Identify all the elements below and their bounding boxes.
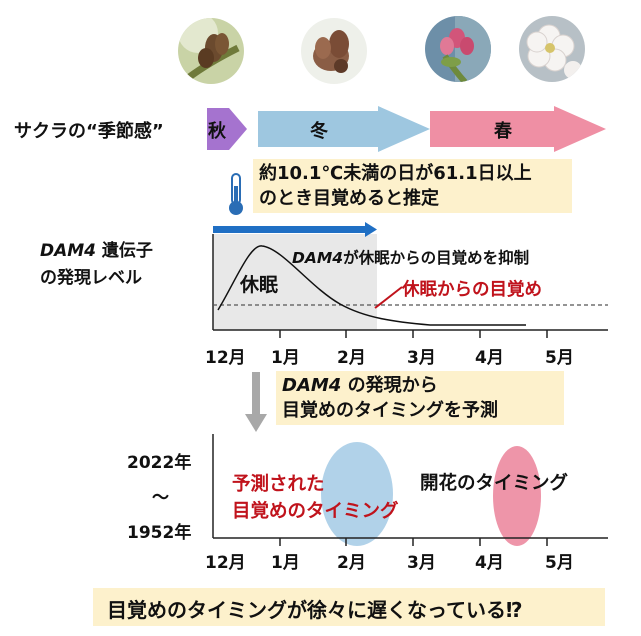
awakening-period-arrowhead: [365, 222, 377, 237]
year-separator: ～: [152, 488, 169, 508]
timing-chart: [212, 434, 608, 546]
winter-label: 冬: [310, 121, 328, 142]
dam4-suppress-label-text: が休眠からの目覚めを抑制: [343, 249, 530, 267]
prediction-callout: DAM4 の発現から 目覚めのタイミングを予測: [276, 371, 564, 425]
spring-blossom-photo: [519, 16, 585, 82]
down-arrow: [245, 372, 267, 432]
year-top-label: 2022年: [127, 453, 192, 473]
winter-arrow: [258, 106, 430, 152]
winter-bud-photo: [301, 18, 367, 84]
dam4-month-1: 1月: [271, 348, 300, 368]
dam4-expression-curve: [217, 245, 526, 326]
dam4-ylabel-line2: の発現レベル: [40, 268, 142, 288]
autumn-arrow: [207, 108, 247, 150]
awakening-period-bar: [213, 226, 367, 233]
dormancy-shaded-area: [213, 234, 377, 330]
predicted-awakening-ellipse: [321, 442, 393, 546]
awakening-pointer: [374, 286, 403, 309]
spring-arrow: [430, 106, 606, 152]
dam4-month-2: 2月: [337, 348, 366, 368]
timing-month-4: 4月: [475, 553, 504, 573]
prediction-line1: DAM4 の発現から: [282, 375, 438, 396]
dam4-ylabel: DAM4 遺伝子 の発現レベル: [40, 238, 153, 292]
dam4-xticks: [279, 330, 548, 338]
flowering-ellipse: [493, 446, 541, 546]
spring-bud-photo: [425, 16, 491, 82]
timing-month-12: 12月: [205, 553, 246, 573]
temperature-condition-callout: 約10.1℃未満の日が61.1日以上 のとき目覚めると推定: [253, 159, 572, 213]
conclusion-text: 目覚めのタイミングが徐々に遅くなっている⁉: [107, 598, 523, 622]
awakening-label: 休眠からの目覚め: [402, 280, 542, 300]
temperature-condition-line1: 約10.1℃未満の日が61.1日以上: [259, 163, 532, 184]
dam4-month-5: 5月: [545, 348, 574, 368]
autumn-label: 秋: [208, 121, 226, 142]
dam4-month-3: 3月: [407, 348, 436, 368]
timing-month-3: 3月: [407, 553, 436, 573]
prediction-line2: 目覚めのタイミングを予測: [282, 400, 498, 421]
timing-xticks: [279, 538, 548, 546]
flowering-label: 開花のタイミング: [420, 473, 569, 494]
spring-label: 春: [494, 121, 512, 142]
timing-month-2: 2月: [337, 553, 366, 573]
dam4-month-4: 4月: [475, 348, 504, 368]
autumn-bud-photo: [178, 18, 244, 84]
dam4-suppress-label: DAM4が休眠からの目覚めを抑制: [292, 249, 530, 267]
timing-month-1: 1月: [271, 553, 300, 573]
predicted-awakening-label: 予測された 目覚めのタイミング: [232, 471, 399, 525]
temperature-condition-line2: のとき目覚めると推定: [259, 188, 439, 209]
year-bottom-label: 1952年: [127, 523, 192, 543]
predicted-line2: 目覚めのタイミング: [232, 501, 399, 522]
timing-month-5: 5月: [545, 553, 574, 573]
season-row-label: サクラの“季節感”: [14, 121, 164, 142]
dam4-month-12: 12月: [205, 348, 246, 368]
conclusion-banner: 目覚めのタイミングが徐々に遅くなっている⁉: [93, 588, 605, 626]
dam4-expression-chart: [212, 222, 608, 338]
dormancy-label: 休眠: [240, 274, 279, 296]
thermometer-icon: [229, 173, 243, 215]
dam4-ylabel-line1: DAM4 遺伝子: [40, 241, 153, 261]
predicted-line1: 予測された: [232, 474, 325, 495]
